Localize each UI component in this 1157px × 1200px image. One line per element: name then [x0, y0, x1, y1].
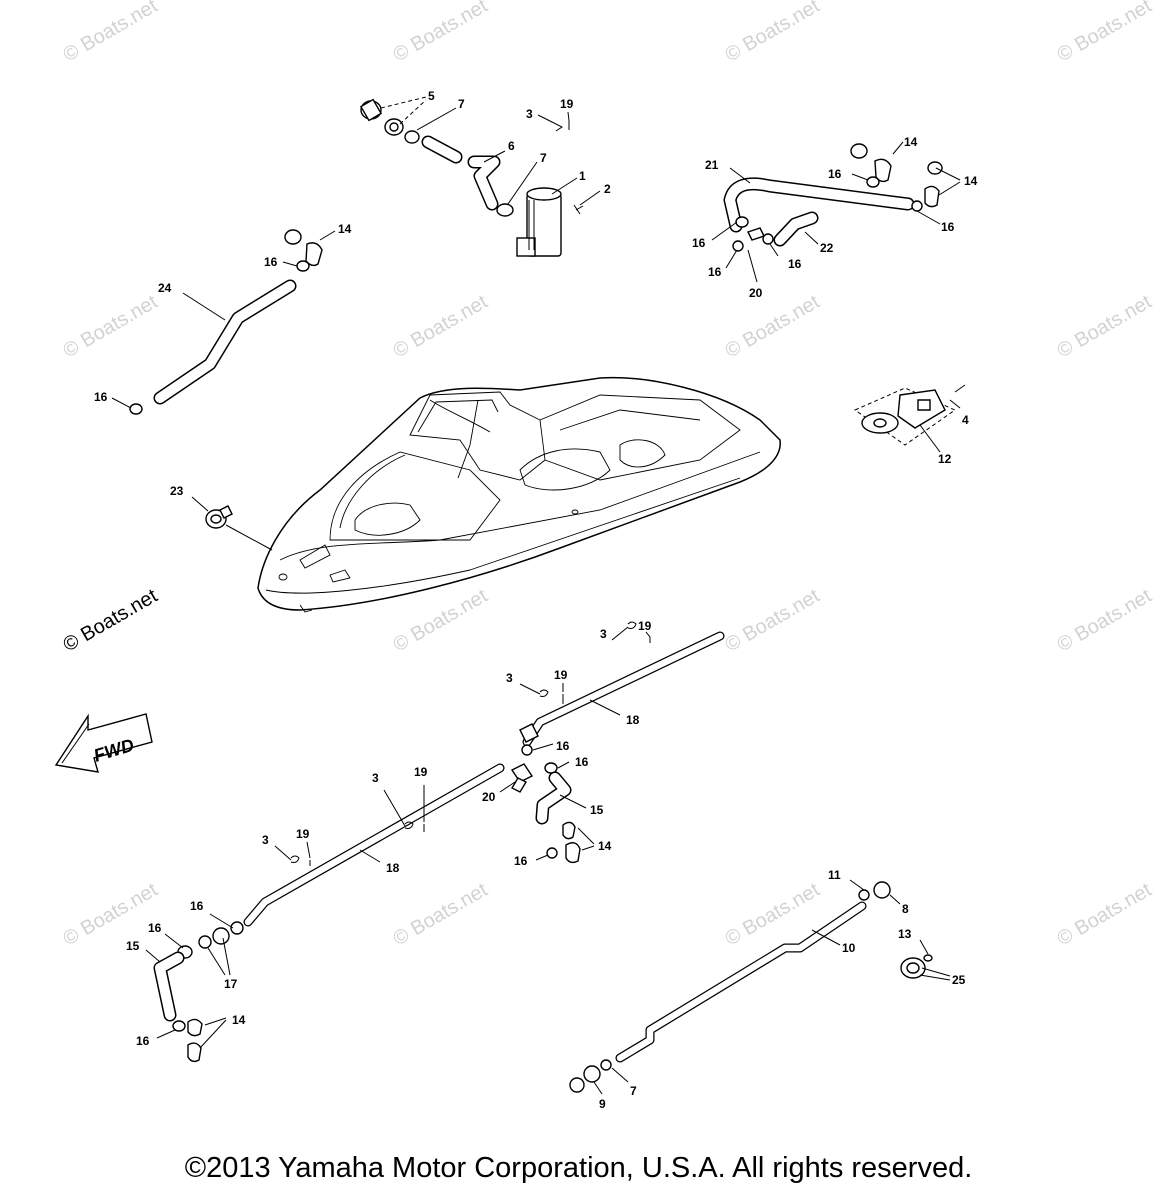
callout-16: 16	[575, 755, 589, 769]
callout-7: 7	[458, 97, 465, 111]
callout-16: 16	[136, 1034, 150, 1048]
callout-3: 3	[372, 771, 379, 785]
callout-20: 20	[749, 286, 763, 300]
callout-15: 15	[126, 939, 140, 953]
callout-16: 16	[788, 257, 802, 271]
hose-21-22-group	[711, 141, 961, 283]
callout-18: 18	[386, 861, 400, 875]
watermark: © Boats.net	[390, 879, 492, 951]
callout-20: 20	[482, 790, 496, 804]
callout-labels: 5 7 6 7 1 2 3 19 14 16 24 16 14 16 14 21…	[94, 89, 978, 1111]
callout-15: 15	[590, 803, 604, 817]
callout-16: 16	[190, 899, 204, 913]
callout-24: 24	[158, 281, 172, 295]
fwd-arrow: FWD	[54, 713, 153, 773]
callout-16: 16	[264, 255, 278, 269]
hose-24-group	[111, 229, 336, 415]
watermark: © Boats.net	[722, 585, 824, 657]
callout-13: 13	[898, 927, 912, 941]
callout-23: 23	[170, 484, 184, 498]
watermark: © Boats.net	[1054, 585, 1156, 657]
callout-17: 17	[224, 977, 238, 991]
callout-14: 14	[338, 222, 352, 236]
callout-10: 10	[842, 941, 856, 955]
tee-group	[499, 723, 595, 864]
watermark: © Boats.net	[390, 585, 492, 657]
bottom-right-group	[569, 879, 951, 1095]
callout-2: 2	[604, 182, 611, 196]
callout-16: 16	[692, 236, 706, 250]
watermark: © Boats.net	[1054, 291, 1156, 363]
watermark: © Boats.net	[60, 585, 162, 657]
watermark: © Boats.net	[390, 291, 492, 363]
callout-12: 12	[938, 452, 952, 466]
callout-19: 19	[554, 668, 568, 682]
watermark: © Boats.net	[60, 0, 162, 66]
bottom-left-group	[145, 913, 244, 1063]
callout-19: 19	[296, 827, 310, 841]
callout-25: 25	[952, 973, 966, 987]
item-12-group	[853, 384, 966, 453]
watermark: © Boats.net	[60, 291, 162, 363]
callout-19: 19	[638, 619, 652, 633]
callout-11: 11	[828, 868, 841, 882]
callout-14: 14	[904, 135, 918, 149]
callout-21: 21	[705, 158, 719, 172]
callout-16: 16	[94, 390, 108, 404]
callout-3: 3	[506, 671, 513, 685]
callout-3: 3	[600, 627, 607, 641]
copyright-notice: ©2013 Yamaha Motor Corporation, U.S.A. A…	[184, 1152, 973, 1184]
watermark: © Boats.net	[722, 291, 824, 363]
callout-14: 14	[964, 174, 978, 188]
callout-16: 16	[708, 265, 722, 279]
watermark: © Boats.net	[390, 0, 492, 66]
watermark: © Boats.net	[722, 0, 824, 66]
item-23-group	[191, 496, 273, 551]
callout-3: 3	[262, 833, 269, 847]
watermark: © Boats.net	[60, 879, 162, 951]
callout-22: 22	[820, 241, 834, 255]
callout-3: 3	[526, 107, 533, 121]
callout-4: 4	[962, 413, 969, 427]
callout-7: 7	[540, 151, 547, 165]
watermark: © Boats.net	[1054, 0, 1156, 66]
callout-16: 16	[941, 220, 955, 234]
parts-diagram: © Boats.net © Boats.net © Boats.net © Bo…	[54, 0, 1156, 1111]
callout-9: 9	[599, 1097, 606, 1111]
callout-7: 7	[630, 1084, 637, 1098]
boat-hull	[257, 376, 781, 613]
pipe-18-group	[243, 621, 725, 927]
callout-8: 8	[902, 902, 909, 916]
callout-14: 14	[232, 1013, 246, 1027]
callout-19: 19	[560, 97, 574, 111]
callout-6: 6	[508, 139, 515, 153]
bilge-pump-group	[359, 96, 601, 257]
callout-19: 19	[414, 765, 428, 779]
callout-16: 16	[148, 921, 162, 935]
callout-16: 16	[828, 167, 842, 181]
callout-16: 16	[514, 854, 528, 868]
callout-18: 18	[626, 713, 640, 727]
watermark: © Boats.net	[1054, 879, 1156, 951]
callout-5: 5	[428, 89, 435, 103]
callout-14: 14	[598, 839, 612, 853]
callout-1: 1	[579, 169, 586, 183]
callout-16: 16	[556, 739, 570, 753]
